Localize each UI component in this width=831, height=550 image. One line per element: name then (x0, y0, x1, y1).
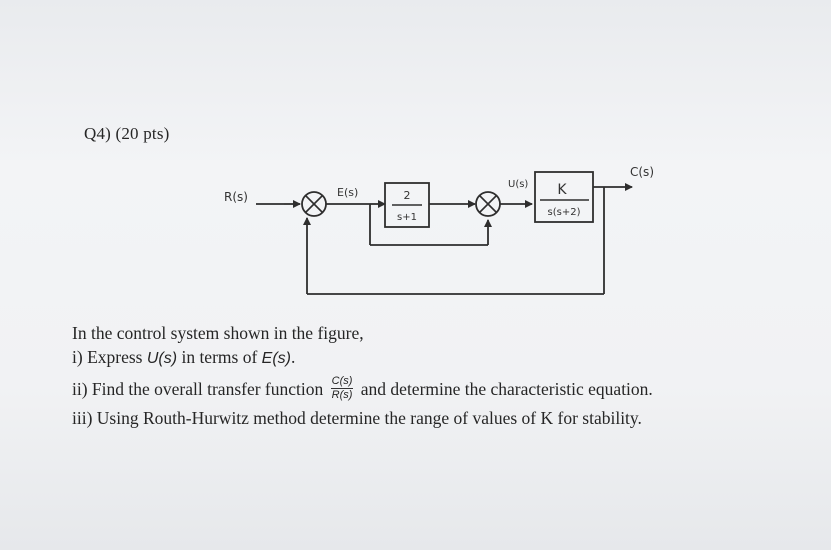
part-i-us: U(s) (146, 350, 178, 367)
part-i-middle: in terms of (177, 347, 262, 367)
summing-junction-1 (301, 191, 327, 217)
part-iii: iii) Using Routh-Hurwitz method determin… (72, 408, 642, 429)
part-i-suffix: . (290, 347, 296, 367)
fraction-numerator: C(s) (330, 375, 354, 390)
control-label: U(s) (508, 179, 528, 190)
part-ii-suffix: and determine the characteristic equatio… (356, 379, 653, 399)
block-2 (534, 171, 594, 223)
part-i-es: E(s) (261, 350, 291, 367)
transfer-function-fraction: C(s)R(s) (330, 375, 354, 402)
part-ii-prefix: ii) Find the overall transfer function (72, 379, 328, 399)
block-2-numerator: K (557, 182, 567, 198)
part-i-prefix: i) Express (72, 347, 147, 367)
fraction-denominator: R(s) (331, 389, 353, 402)
output-label: C(s) (630, 165, 654, 179)
block-1 (384, 182, 430, 228)
intro-line: In the control system shown in the figur… (72, 323, 364, 343)
block-2-denominator: s(s+2) (548, 207, 581, 218)
question-text: In the control system shown in the figur… (72, 321, 812, 430)
error-label: E(s) (337, 186, 358, 199)
part-ii: ii) Find the overall transfer function C… (72, 375, 812, 404)
block-1-denominator: s+1 (397, 212, 417, 223)
input-label: R(s) (224, 190, 248, 204)
question-header: Q4) (20 pts) (84, 124, 170, 143)
block-1-numerator: 2 (404, 189, 411, 202)
part-i: i) Express U(s) in terms of E(s). (72, 345, 812, 371)
summing-junction-2 (475, 191, 501, 217)
